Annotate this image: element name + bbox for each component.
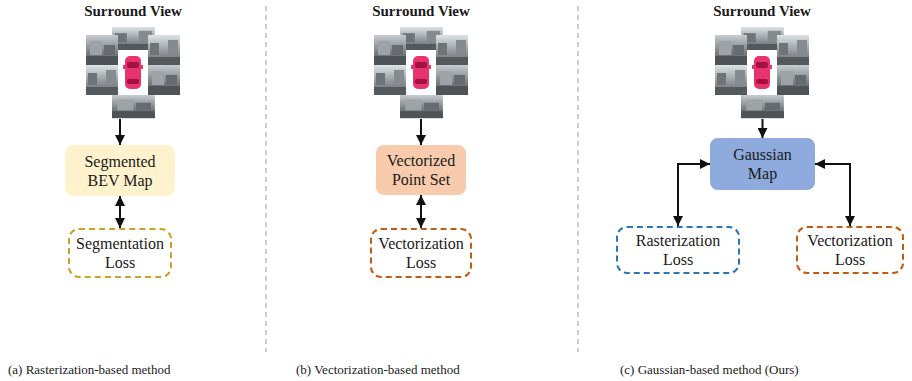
box-label: Rasterization Loss <box>623 231 733 269</box>
panel-divider <box>577 6 578 352</box>
box-label: Segmentation Loss <box>75 234 165 272</box>
surround-view-image <box>374 27 468 118</box>
point-set-box: Vectorized Point Set <box>376 145 466 195</box>
double-arrow <box>678 164 710 226</box>
double-arrow <box>815 164 850 226</box>
surround-view-image <box>86 27 180 118</box>
arrow <box>420 119 422 145</box>
loss-box: Vectorization Loss <box>796 226 904 274</box>
panel-caption: (c) Gaussian-based method (Ours) <box>620 362 799 378</box>
box-label: Vectorization Loss <box>803 231 897 269</box>
panel-divider <box>265 6 266 352</box>
loss-box: Segmentation Loss <box>68 228 172 278</box>
loss-box: Rasterization Loss <box>616 226 740 274</box>
double-arrow <box>420 195 422 228</box>
double-arrow <box>119 196 121 228</box>
arrow <box>119 119 121 145</box>
box-label: Segmented BEV Map <box>79 152 161 190</box>
surround-view-panel: Surround View <box>687 2 837 119</box>
view-heading: Surround View <box>372 2 470 20</box>
surround-view-panel: Surround View <box>58 2 208 119</box>
panel-caption: (b) Vectorization-based method <box>296 362 460 378</box>
segmented-map-box: Segmented BEV Map <box>65 145 175 196</box>
box-label: Vectorization Loss <box>377 234 465 272</box>
box-label: Gaussian Map <box>724 145 801 183</box>
surround-view-panel: Surround View <box>346 2 496 119</box>
view-heading: Surround View <box>713 2 811 20</box>
view-heading: Surround View <box>84 2 182 20</box>
panel-caption: (a) Rasterization-based method <box>8 362 170 378</box>
box-label: Vectorized Point Set <box>382 151 460 189</box>
arrow <box>762 119 764 138</box>
gaussian-map-box: Gaussian Map <box>710 138 815 190</box>
surround-view-image <box>715 27 809 118</box>
loss-box: Vectorization Loss <box>370 228 472 278</box>
